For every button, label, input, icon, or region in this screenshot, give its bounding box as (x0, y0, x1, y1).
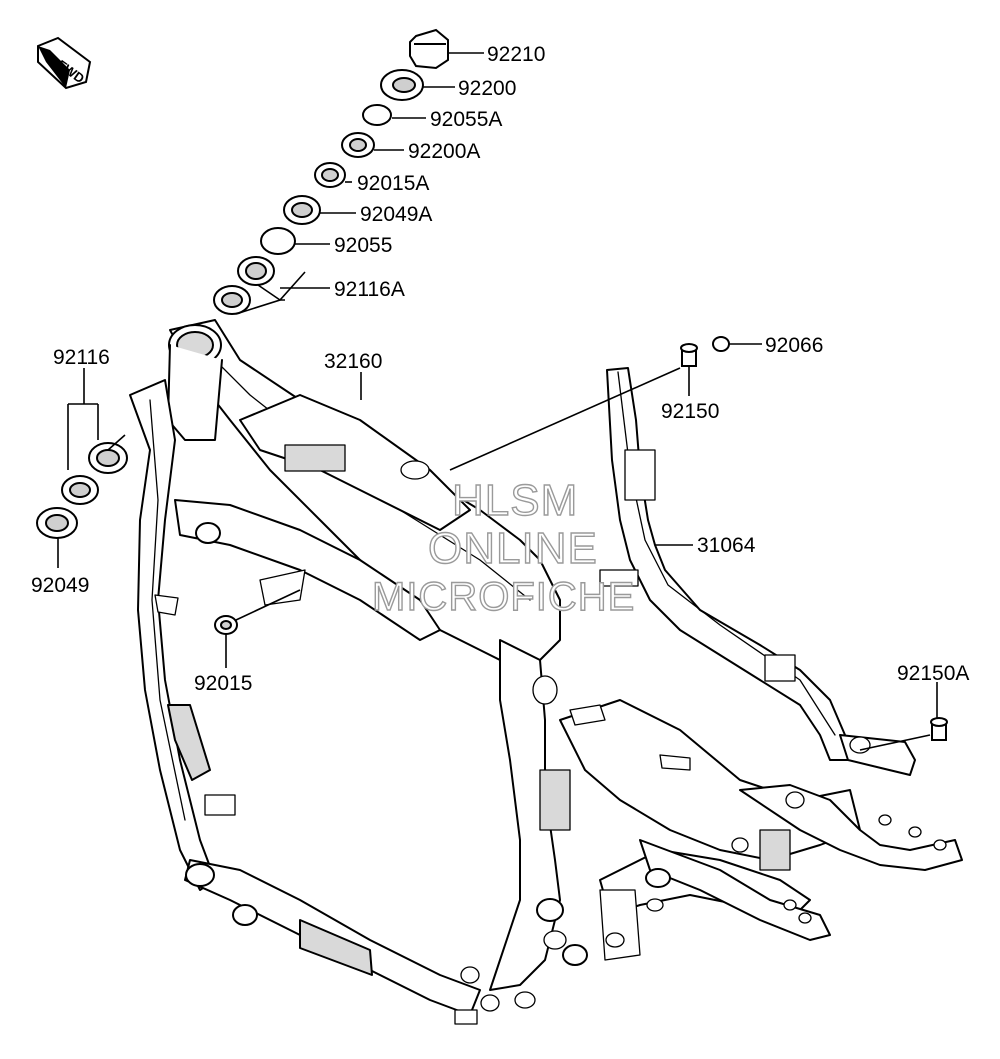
part-label-92150a: 92150A (897, 662, 969, 685)
part-label-92049: 92049 (31, 574, 89, 597)
part-label-92066: 92066 (765, 334, 823, 357)
o-ring-92055 (260, 227, 296, 255)
watermark-line-3: MICROFICHE (372, 575, 635, 619)
bolt-92150 (680, 343, 698, 367)
fwd-arrow-icon: FWD (37, 36, 92, 90)
part-label-92200: 92200 (458, 77, 516, 100)
part-label-31064: 31064 (697, 534, 756, 557)
part-label-32160: 32160 (324, 350, 382, 373)
part-label-92210: 92210 (487, 43, 545, 66)
nut-92015a (314, 162, 346, 188)
nut-92066 (712, 336, 730, 352)
watermark: HLSM ONLINE MICROFICHE (371, 475, 635, 619)
bearing-92116-upper (88, 442, 128, 474)
washer-92200 (380, 69, 424, 101)
bearing-92116a-upper (237, 256, 275, 286)
cap-nut-92210 (409, 28, 449, 70)
part-label-92055a: 92055A (430, 108, 502, 131)
part-label-92015a: 92015A (357, 172, 429, 195)
watermark-line-2: ONLINE (428, 524, 598, 573)
part-label-92116: 92116 (53, 346, 110, 369)
seal-92049a (283, 195, 321, 225)
lock-washer-92200a (341, 132, 375, 158)
o-ring-92055a (362, 104, 392, 126)
part-label-92200a: 92200A (408, 140, 480, 163)
part-label-92049a: 92049A (360, 203, 432, 226)
leader-lines (57, 52, 938, 751)
part-label-92055: 92055 (334, 234, 392, 257)
part-labels: 92210 92200 92055A 92200A 92015A 92049A … (31, 43, 969, 695)
bolt-92150a (930, 717, 948, 741)
bearing-92116a-lower (213, 285, 251, 315)
bearing-92116-lower (61, 475, 99, 505)
seal-92049 (36, 507, 78, 539)
part-label-92150: 92150 (661, 400, 719, 423)
nut-92015 (214, 615, 238, 635)
part-label-92015: 92015 (194, 672, 252, 695)
watermark-line-1: HLSM (452, 476, 578, 525)
part-label-92116a: 92116A (334, 278, 405, 301)
main-frame-drawing (129, 319, 963, 1025)
